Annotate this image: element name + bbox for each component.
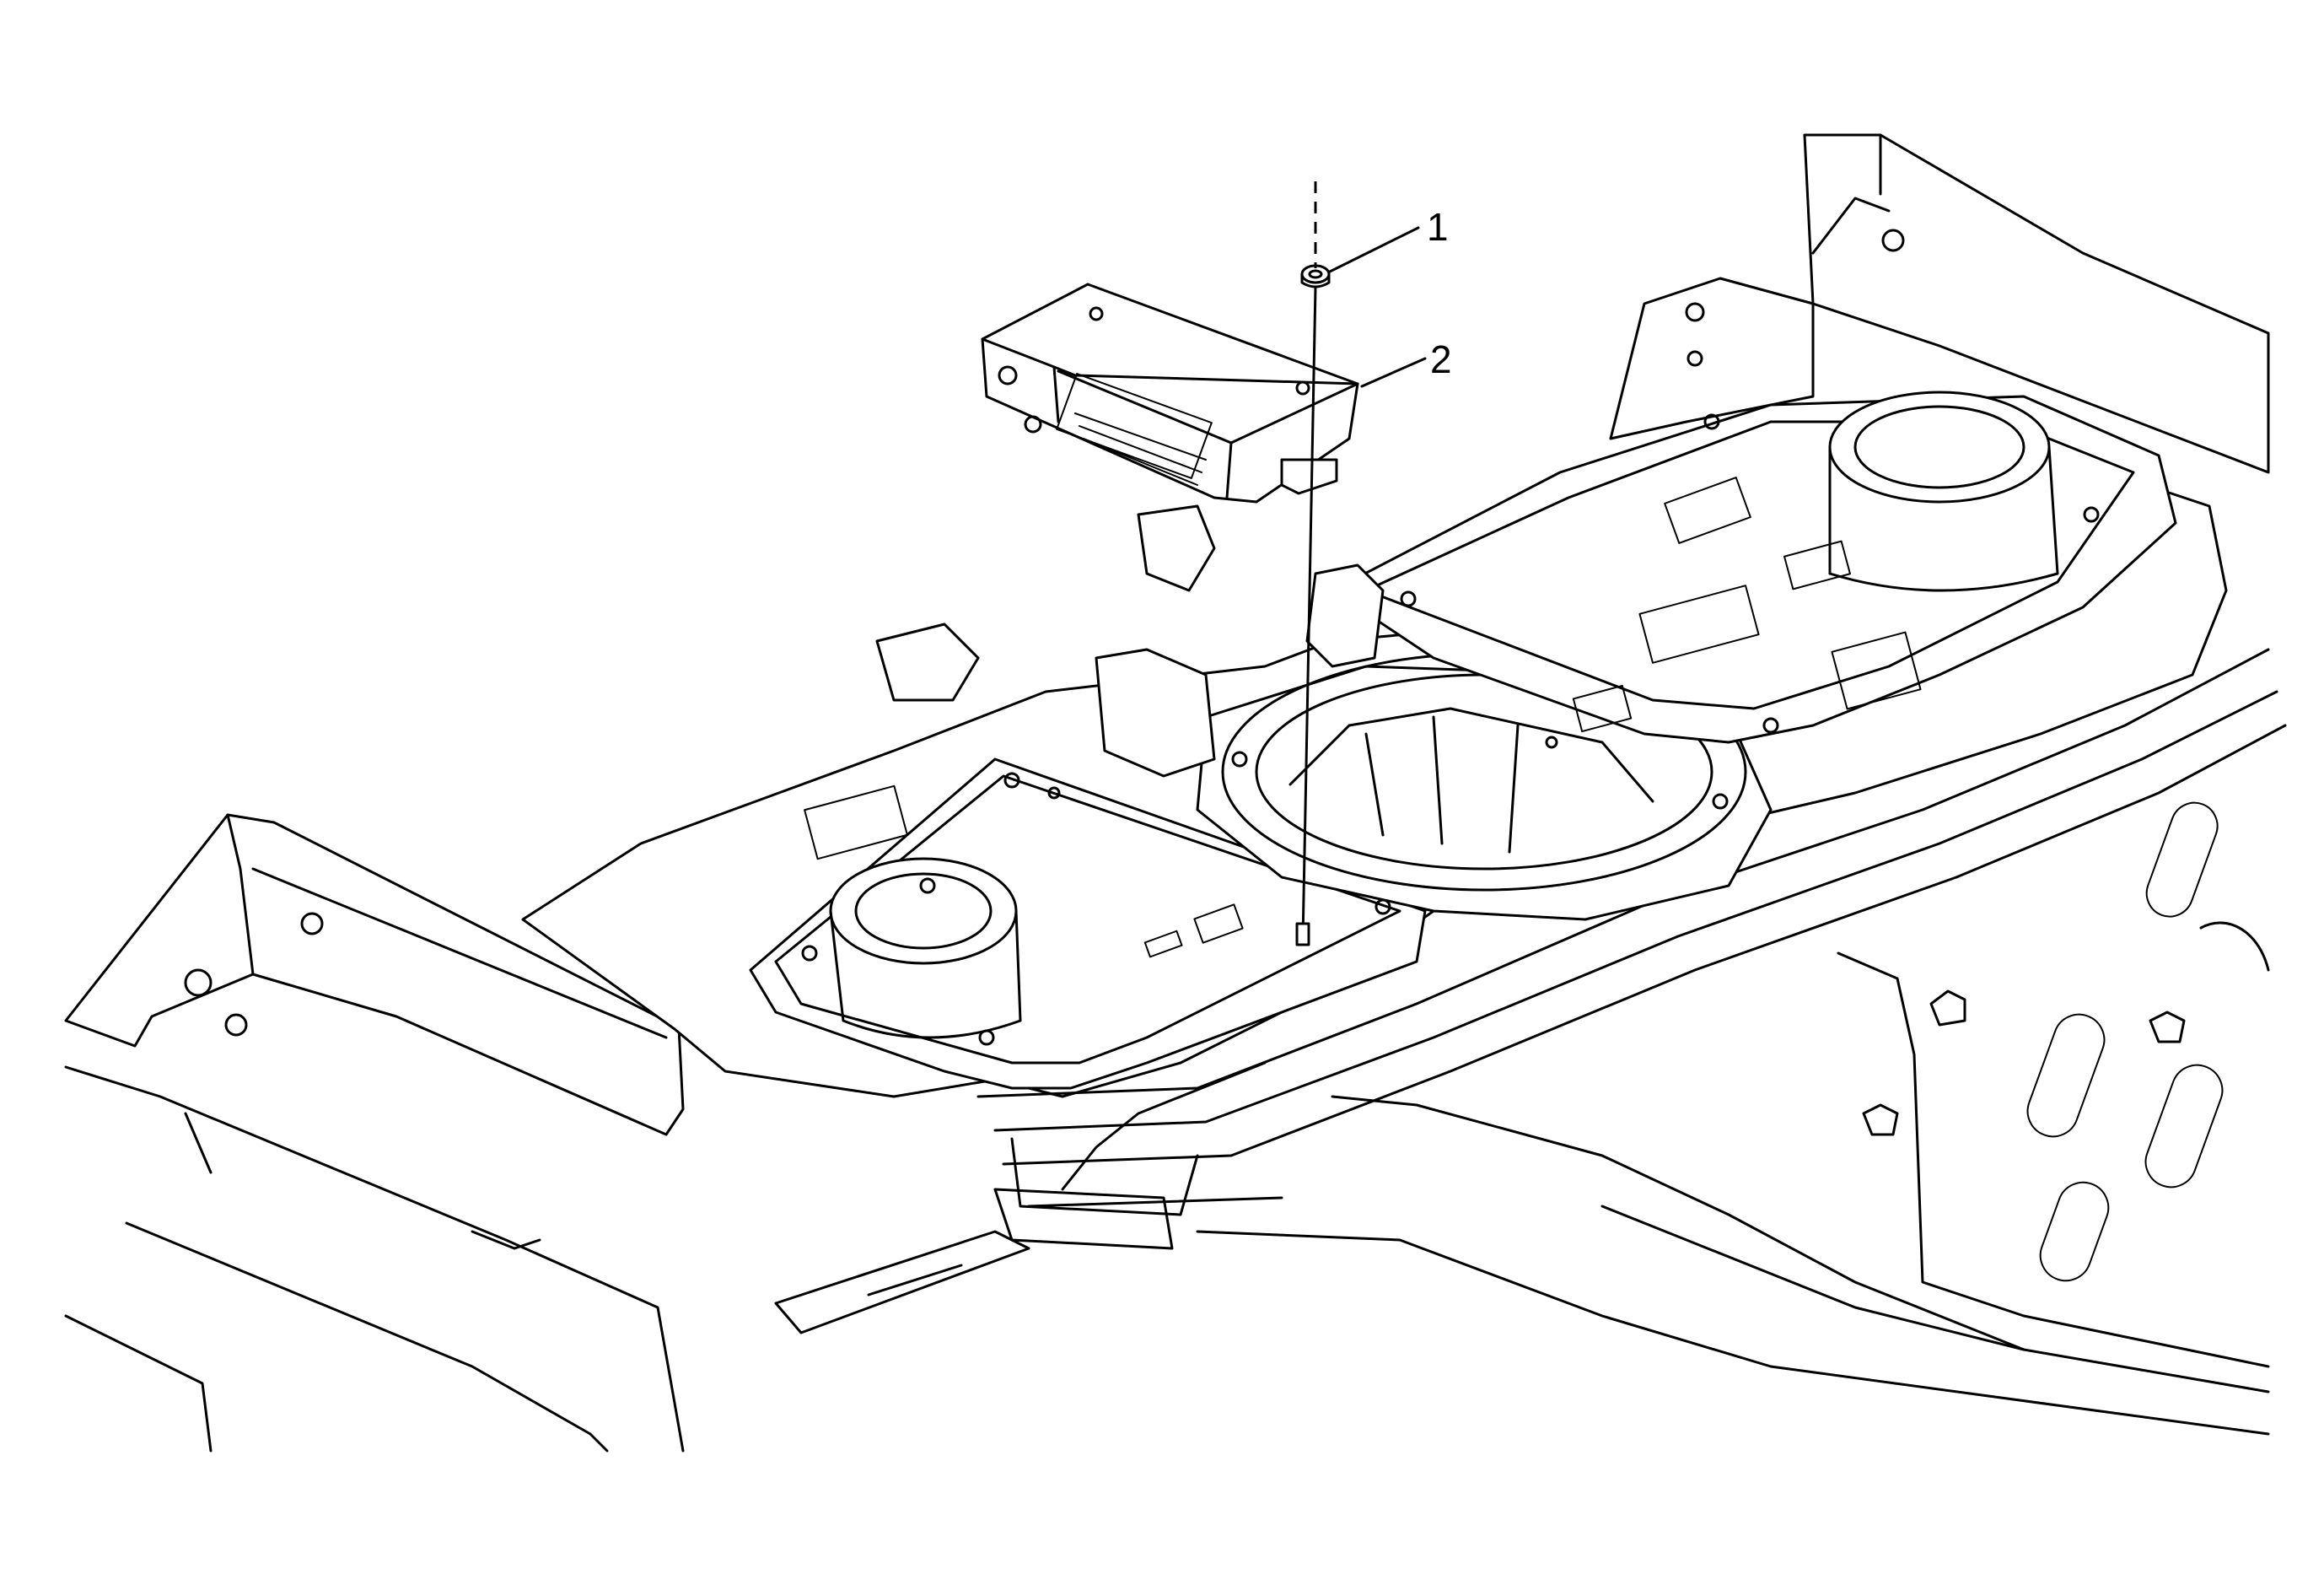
callout-1-label: 1 — [1427, 205, 1449, 249]
left-speaker-tray — [749, 757, 1427, 1090]
rear-panel-bolts — [1862, 989, 2186, 1136]
callout-2-label: 2 — [1430, 337, 1452, 381]
control-module — [981, 283, 1359, 504]
mounting-stud — [1295, 922, 1310, 946]
mounting-brackets — [875, 504, 1385, 778]
callout-2-leader — [1360, 357, 1427, 388]
right-speaker-tray — [1331, 391, 2177, 744]
stud-axis-line — [1301, 285, 1317, 942]
callout-1-leader — [1328, 226, 1420, 273]
fastener-nut — [1300, 264, 1331, 288]
